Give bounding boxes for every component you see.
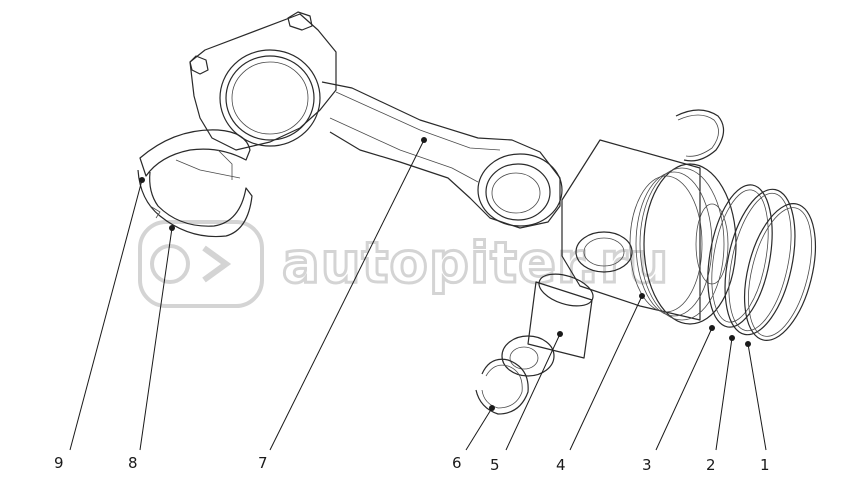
callout-7: 7 <box>258 454 268 472</box>
connecting-rod <box>189 11 563 229</box>
callout-2: 2 <box>706 456 716 474</box>
callout-9: 9 <box>54 454 64 472</box>
bearing-shells <box>137 129 253 238</box>
callout-3: 3 <box>642 456 652 474</box>
watermark-logo <box>138 220 264 308</box>
callout-5: 5 <box>490 456 500 474</box>
piston <box>561 139 737 325</box>
watermark-text: autopiter.ru <box>282 231 669 296</box>
callout-4: 4 <box>556 456 566 474</box>
snap-ring-lower <box>475 358 529 415</box>
watermark: autopiter.ru <box>138 220 670 308</box>
callout-6: 6 <box>452 454 462 472</box>
piston-ring-oil <box>707 184 773 328</box>
callout-numbers: 9 8 7 6 5 4 3 2 1 <box>54 454 770 474</box>
leader-lines <box>69 137 767 451</box>
piston-pin <box>501 273 594 377</box>
piston-ring-compression-upper <box>744 203 816 341</box>
piston-ring-compression-lower <box>724 188 796 336</box>
callout-1: 1 <box>760 456 770 474</box>
snap-ring-upper <box>675 109 725 162</box>
callout-8: 8 <box>128 454 138 472</box>
